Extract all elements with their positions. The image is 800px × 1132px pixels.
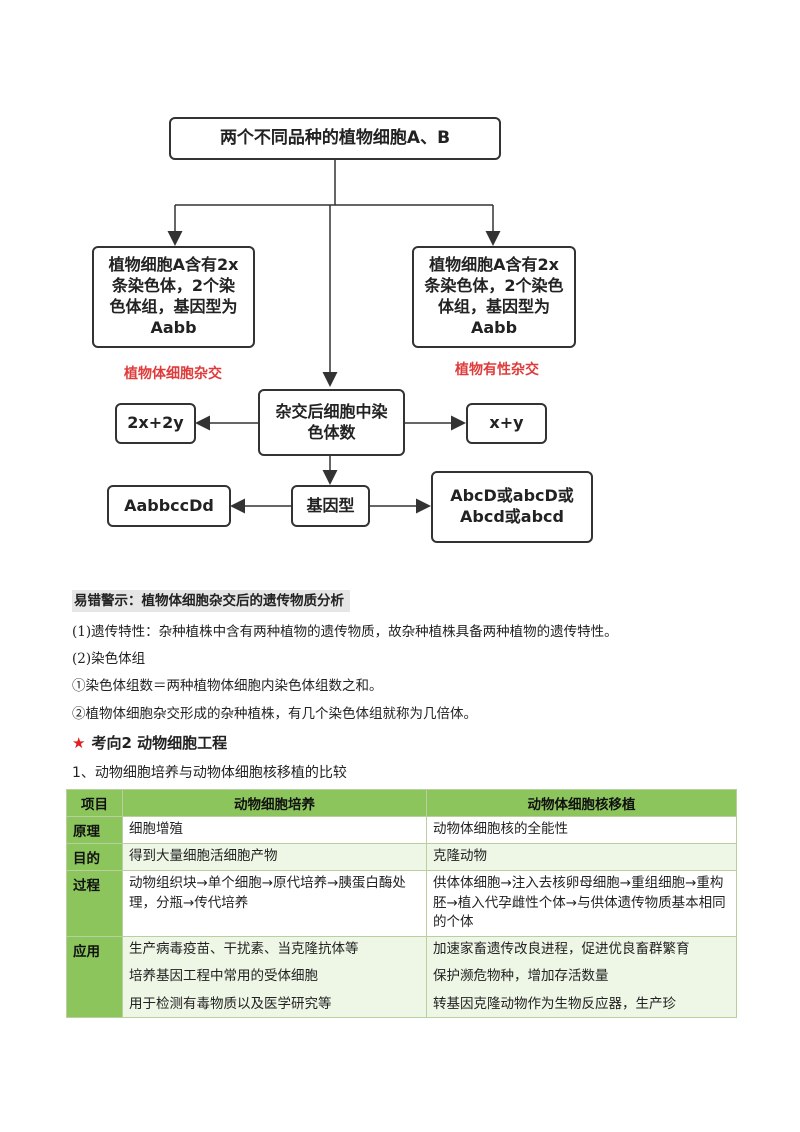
- table-cell: 转基因克隆动物作为生物反应器，生产珍: [433, 995, 676, 1012]
- genotype-text: 基因型: [306, 495, 355, 515]
- middle-box-text: 杂交后细胞中染色体数: [275, 401, 388, 442]
- left-cell-box: 植物细胞A含有2x条染色体，2个染色体组，基因型为Aabb: [92, 246, 255, 348]
- table-header: 动物细胞培养: [122, 789, 427, 817]
- geno-right-box: AbcD或abcD或 Abcd或abcd: [431, 471, 593, 543]
- warning-p4: ②植物体细胞杂交形成的杂种植株，有几个染色体组就称为几倍体。: [72, 706, 477, 722]
- geno-right-line2: Abcd或abcd: [460, 507, 564, 526]
- geno-left-text: AabbccDd: [124, 495, 214, 515]
- table-header-row: 项目 动物细胞培养 动物体细胞核移植: [66, 789, 737, 817]
- comparison-table: 项目 动物细胞培养 动物体细胞核移植 原理 细胞增殖 动物体细胞核的全能性 目的…: [66, 789, 737, 1019]
- row-label: 过程: [66, 870, 123, 937]
- right-cell-box: 植物细胞A含有2x条染色体，2个染色体组，基因型为Aabb: [412, 246, 576, 348]
- top-box: 两个不同品种的植物细胞A、B: [169, 117, 501, 160]
- table-cell: 细胞增殖: [129, 821, 183, 837]
- table-row: 过程 动物组织块→单个细胞→原代培养→胰蛋白酶处理，分瓶→传代培养 供体体细胞→…: [66, 870, 737, 937]
- table-cell: 动物组织块→单个细胞→原代培养→胰蛋白酶处理，分瓶→传代培养: [129, 875, 406, 911]
- table-cell: 用于检测有毒物质以及医学研究等: [129, 995, 332, 1012]
- mid-right-text: x+y: [489, 413, 524, 433]
- warning-title: 易错警示：植物体细胞杂交后的遗传物质分析: [72, 590, 350, 612]
- star-icon: ★: [72, 734, 86, 752]
- genotype-box: 基因型: [291, 485, 370, 527]
- middle-box: 杂交后细胞中染色体数: [258, 389, 405, 456]
- left-cell-text: 植物细胞A含有2x条染色体，2个染色体组，基因型为Aabb: [108, 255, 239, 337]
- table-header: 动物体细胞核移植: [426, 789, 737, 817]
- table-cell: 供体体细胞→注入去核卵母细胞→重组细胞→重构胚→植入代孕雌性个体→与供体遗传物质…: [433, 875, 726, 931]
- warning-p2: (2)染色体组: [72, 651, 146, 667]
- row-label: 应用: [66, 935, 123, 1019]
- table-row: 目的 得到大量细胞活细胞产物 克隆动物: [66, 843, 737, 871]
- section-heading: ★ 考向2 动物细胞工程: [72, 732, 227, 753]
- table-header: 项目: [66, 789, 123, 817]
- table-cell: 动物体细胞核的全能性: [433, 821, 568, 837]
- geno-right-line1: AbcD或abcD或: [450, 486, 574, 506]
- top-box-text: 两个不同品种的植物细胞A、B: [219, 128, 451, 149]
- row-label: 原理: [66, 816, 123, 844]
- right-cell-text: 植物细胞A含有2x条染色体，2个染色体组，基因型为Aabb: [424, 255, 564, 337]
- warning-p1: (1)遗传特性：杂种植株中含有两种植物的遗传物质，故杂种植株具备两种植物的遗传特…: [72, 624, 618, 640]
- right-method-label: 植物有性杂交: [455, 362, 539, 378]
- table-cell: 保护濒危物种，增加存活数量: [433, 968, 609, 985]
- table-row: 应用 生产病毒疫苗、干扰素、当克隆抗体等 培养基因工程中常用的受体细胞 用于检测…: [66, 935, 737, 1019]
- table-cell: 培养基因工程中常用的受体细胞: [129, 968, 318, 985]
- section-subtitle: 1、动物细胞培养与动物体细胞核移植的比较: [72, 765, 347, 781]
- mid-left-box: 2x+2y: [115, 403, 196, 444]
- table-cell: 生产病毒疫苗、干扰素、当克隆抗体等: [129, 940, 359, 957]
- table-cell: 得到大量细胞活细胞产物: [129, 848, 278, 864]
- mid-left-text: 2x+2y: [127, 413, 184, 433]
- table-row: 原理 细胞增殖 动物体细胞核的全能性: [66, 816, 737, 844]
- table-cell: 加速家畜遗传改良进程，促进优良畜群繁育: [433, 940, 690, 957]
- left-method-label: 植物体细胞杂交: [124, 366, 222, 382]
- warning-p3: ①染色体组数＝两种植物体细胞内染色体组数之和。: [72, 678, 383, 694]
- row-label: 目的: [66, 843, 123, 871]
- mid-right-box: x+y: [466, 403, 547, 444]
- geno-left-box: AabbccDd: [107, 485, 231, 527]
- table-cell: 克隆动物: [433, 848, 487, 864]
- section-title: 考向2 动物细胞工程: [91, 734, 228, 752]
